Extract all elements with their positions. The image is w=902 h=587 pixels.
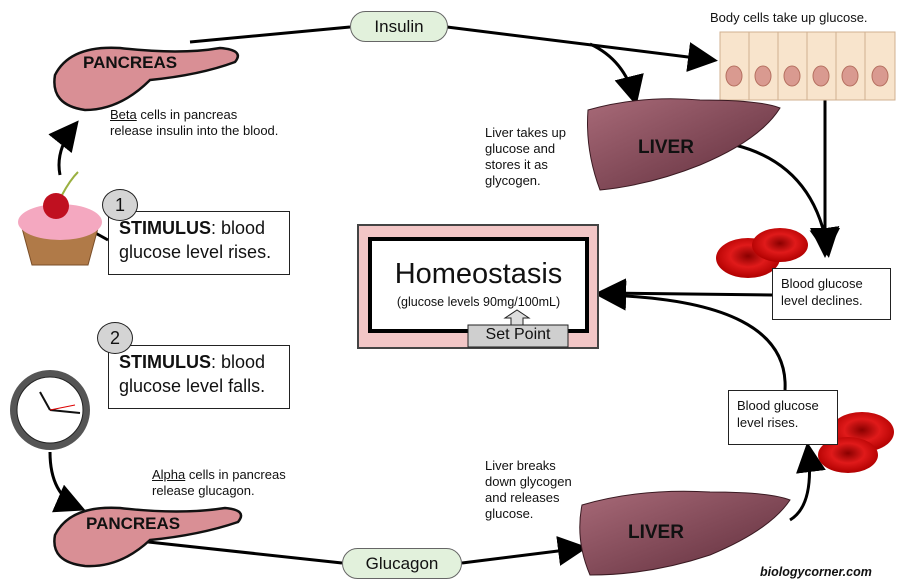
- stimulus-2-line2: glucose level falls.: [119, 376, 266, 396]
- arrow-clock-to-pancreas: [48, 451, 86, 513]
- arrow-liver-to-declines: [734, 143, 840, 258]
- pancreas-top-image: [53, 46, 240, 112]
- insulin-label: Insulin: [350, 11, 448, 42]
- arrow-liver-to-rises: [789, 442, 826, 522]
- arrow-rises-to-homeostasis: [596, 280, 787, 391]
- flow-arrows: [48, 25, 840, 566]
- set-point-arrow-icon: [503, 309, 531, 326]
- pancreas-bottom-image: [53, 506, 243, 568]
- liver-top-label: LIVER: [638, 137, 694, 158]
- red-blood-cells-top: [716, 228, 808, 278]
- pancreas-bottom-label: PANCREAS: [86, 514, 181, 533]
- beta-text-rest: cells in pancreas: [136, 107, 238, 122]
- clock-image: [10, 370, 90, 450]
- stimulus-1-box: STIMULUS: blood glucose level rises.: [108, 211, 290, 275]
- pancreas-top-label: PANCREAS: [83, 53, 178, 72]
- stimulus-1-text: : blood: [211, 218, 266, 238]
- homeostasis-subtitle: (glucose levels 90mg/100mL): [396, 295, 561, 309]
- body-cells-image: [719, 31, 896, 101]
- stimulus-1-line2: glucose level rises.: [119, 242, 272, 262]
- homeostasis-title: Homeostasis: [394, 258, 563, 290]
- red-blood-cells-bottom: [818, 412, 894, 473]
- alpha-word: Alpha: [152, 467, 186, 482]
- step-1-badge: 1: [102, 189, 138, 221]
- alpha-text-rest: cells in pancreas: [185, 467, 286, 482]
- set-point-box: [467, 324, 569, 348]
- homeostasis-inner-box: [368, 237, 589, 333]
- liver-bottom-image: [579, 490, 791, 576]
- stimulus-2-box: STIMULUS: blood glucose level falls.: [108, 345, 290, 409]
- beta-word: Beta: [110, 107, 137, 122]
- glucose-declines-box: Blood glucose level declines.: [772, 268, 891, 320]
- glucagon-label: Glucagon: [342, 548, 462, 579]
- arrow-glucagon-to-liver: [461, 536, 588, 566]
- glucose-rises-box: Blood glucose level rises.: [728, 390, 838, 445]
- arrow-insulin-to-liver: [589, 42, 644, 106]
- liver-bottom-text: Liver breaks down glycogen and releases …: [485, 458, 572, 521]
- liver-bottom-label: LIVER: [628, 522, 684, 543]
- step-2-badge: 2: [97, 322, 133, 354]
- liver-top-text: Liver takes up glucose and stores it as …: [485, 125, 566, 188]
- credit-text: biologycorner.com: [760, 565, 872, 579]
- stimulus-2-text: : blood: [211, 352, 266, 372]
- stimulus-2-heading: STIMULUS: [119, 352, 211, 372]
- liver-top-image: [587, 98, 781, 191]
- arrow-cupcake-to-pancreas: [48, 120, 79, 176]
- beta-text-line2: release insulin into the blood.: [110, 123, 279, 138]
- set-point-label: Set Point: [485, 326, 551, 343]
- arrow-declines-to-homeostasis: [596, 278, 773, 309]
- arrow-pancreas-to-insulin: [189, 25, 351, 44]
- cupcake-image: [18, 171, 102, 266]
- alpha-text-line2: release glucagon.: [152, 483, 255, 498]
- arrow-insulin-to-cells: [446, 25, 718, 72]
- body-cells-text: Body cells take up glucose.: [710, 10, 868, 25]
- arrow-pancreas-to-glucagon: [129, 538, 343, 565]
- stimulus-1-heading: STIMULUS: [119, 218, 211, 238]
